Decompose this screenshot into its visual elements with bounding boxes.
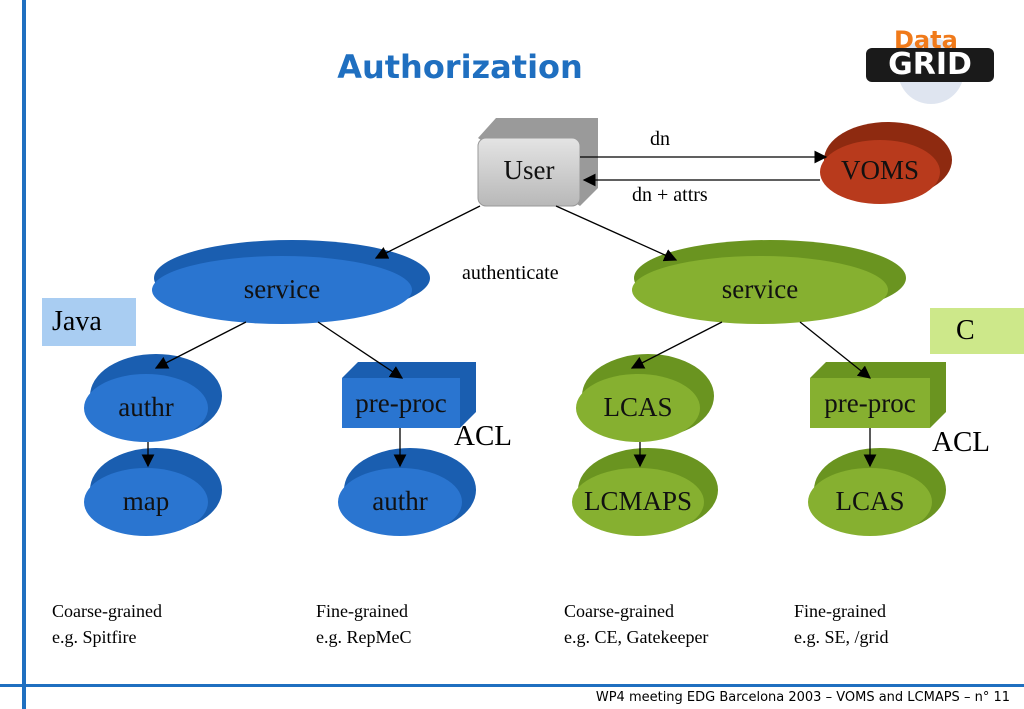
c-lcmaps-node [572,448,718,536]
java-preproc-label: pre-proc [355,388,447,418]
user-label: User [503,155,555,185]
c-lcas2-label: LCAS [835,486,905,516]
acl-right-label: ACL [932,426,990,458]
note-line: e.g. CE, Gatekeeper [564,627,709,647]
service-java-node [152,240,430,324]
java-authr-label: authr [118,392,174,422]
java-authr-node [84,354,222,442]
c-lcas2-node [808,448,946,536]
acl-left-label: ACL [454,420,512,452]
edge-label-dn-attrs: dn + attrs [632,184,708,206]
note-c-coarse: Coarse-grained e.g. CE, Gatekeeper [564,598,708,650]
edge-label-dn: dn [650,128,670,150]
note-line: Coarse-grained [52,601,162,621]
page-title: Authorization [337,48,583,86]
c-lcas-label: LCAS [603,392,673,422]
footer-rule [0,684,1024,687]
arrow-service-c-to-lcas [630,321,723,369]
note-java-coarse: Coarse-grained e.g. Spitfire [52,598,162,650]
left-accent-bar [22,0,26,709]
note-java-fine: Fine-grained e.g. RepMeC [316,598,411,650]
java-map-node [84,448,222,536]
note-line: e.g. Spitfire [52,627,137,647]
note-line: Fine-grained [794,601,886,621]
user-node [477,118,598,207]
datagrid-logo: Data GRID [862,26,998,106]
c-lcmaps-label: LCMAPS [583,486,693,516]
java-map-label: map [122,486,170,516]
c-lcas-node [576,354,714,442]
arrow-service-java-to-preproc [317,321,404,379]
service-c-node [632,240,906,324]
service-c-label: service [721,274,799,304]
logo-grid-text: GRID [866,48,994,82]
java-lang-box: Java [42,298,136,346]
voms-label: VOMS [840,155,920,185]
note-c-fine: Fine-grained e.g. SE, /grid [794,598,889,650]
voms-node [820,122,952,204]
c-lang-box: C [930,308,1024,354]
note-line: Fine-grained [316,601,408,621]
footer-text: WP4 meeting EDG Barcelona 2003 – VOMS an… [595,690,1010,705]
java-preproc-node [342,362,476,428]
c-preproc-label: pre-proc [824,388,916,418]
java-authr2-node [338,448,476,536]
note-line: e.g. SE, /grid [794,627,889,647]
c-preproc-node [810,362,946,428]
arrow-service-c-to-preproc [799,321,872,379]
arrow-service-java-to-authr [154,321,247,369]
arrow-user-to-service-c [555,205,678,262]
service-java-label: service [243,274,321,304]
note-line: e.g. RepMeC [316,627,412,647]
edge-label-authenticate: authenticate [462,262,559,284]
java-authr2-label: authr [372,486,428,516]
note-line: Coarse-grained [564,601,674,621]
arrow-user-to-service-java [374,205,481,259]
